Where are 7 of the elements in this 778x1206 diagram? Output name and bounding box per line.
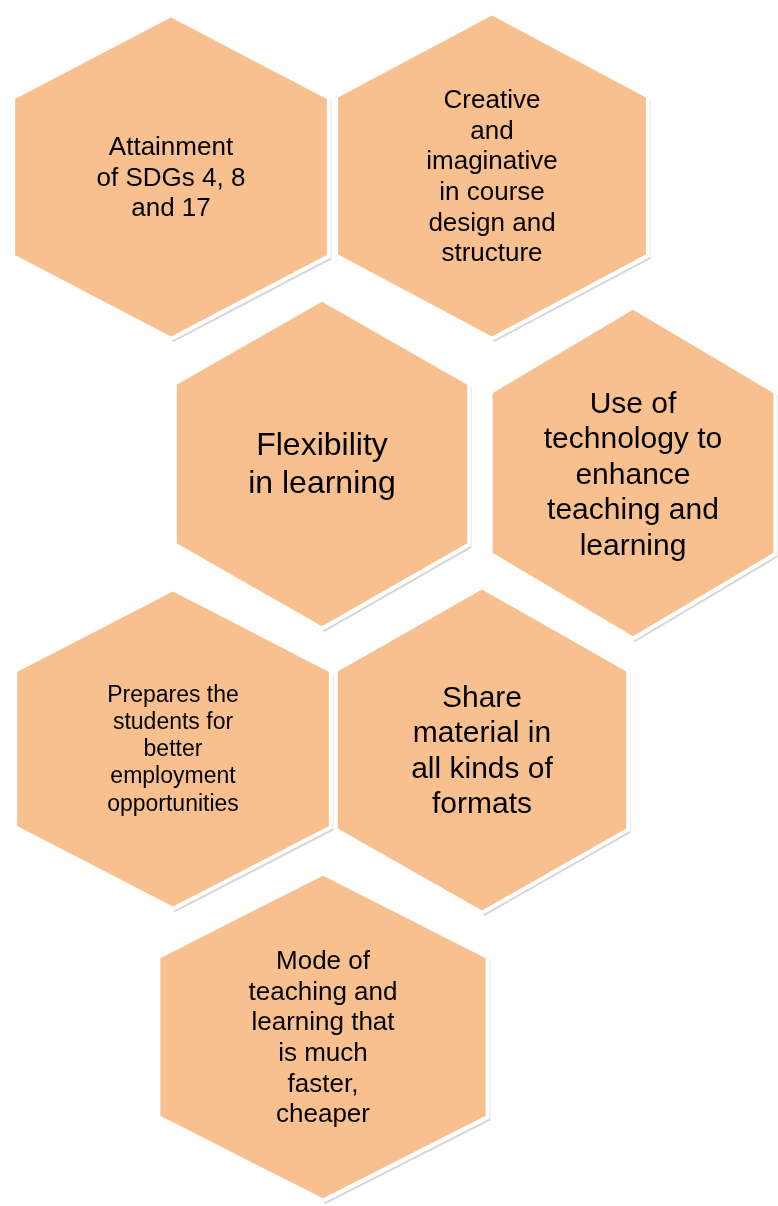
- tile-text: Prepares the students for better employment opportunities: [106, 681, 240, 817]
- tile-text: Share material in all kinds of formats: [410, 679, 554, 821]
- tile-text: Attainment of SDGs 4, 8 and 17: [96, 131, 246, 223]
- tile-text: Flexibility in learning: [247, 426, 397, 502]
- tile-text: Creative and imaginative in course design and structure: [425, 84, 559, 268]
- tile-text: Mode of teaching and learning that is much faster, cheaper: [247, 945, 399, 1129]
- tile-text: Use of technology to enhance teaching and learning: [542, 384, 724, 562]
